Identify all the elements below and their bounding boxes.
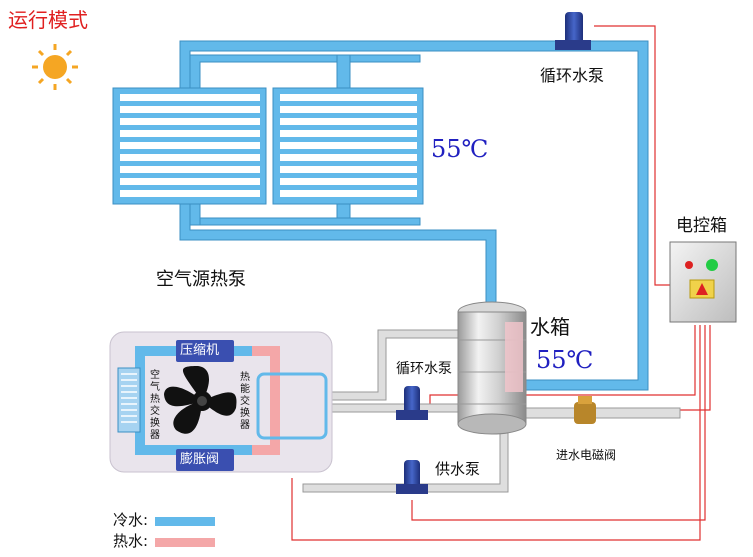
pump-supply bbox=[396, 460, 428, 494]
control-box bbox=[669, 241, 737, 323]
circ-pump-top-label: 循环水泵 bbox=[540, 66, 605, 85]
legend-cold-label: 冷水: bbox=[113, 511, 149, 529]
expansion-valve-label: 膨胀阀 bbox=[180, 452, 220, 467]
heat-pump-label: 空气源热泵 bbox=[156, 269, 246, 290]
hot-hx-label: 热能交换器 bbox=[240, 372, 250, 431]
mode-title: 运行模式 bbox=[8, 8, 88, 32]
supply-pump-label: 供水泵 bbox=[435, 460, 481, 478]
solenoid-valve bbox=[574, 396, 596, 424]
sun-icon bbox=[32, 44, 78, 90]
fan-icon bbox=[164, 366, 237, 434]
compressor-label: 压缩机 bbox=[180, 343, 220, 358]
heat-pump-unit bbox=[109, 331, 333, 473]
air-hx-label: 空气热交换器 bbox=[150, 370, 160, 441]
pump-top bbox=[555, 12, 591, 50]
legend-hot-swatch bbox=[155, 538, 215, 547]
circ-pump-mid-label: 循环水泵 bbox=[396, 361, 452, 377]
control-wires bbox=[291, 25, 711, 541]
legend-cold-swatch bbox=[155, 517, 215, 526]
control-box-label: 电控箱 bbox=[676, 216, 727, 236]
pump-mid bbox=[396, 386, 428, 420]
inlet-valve-label: 进水电磁阀 bbox=[556, 448, 617, 462]
radiator-panel-left bbox=[112, 87, 267, 205]
temp-tank: 55℃ bbox=[536, 346, 594, 374]
temp-panel: 55℃ bbox=[431, 135, 489, 163]
radiator-panel-right bbox=[272, 87, 424, 205]
legend-hot-label: 热水: bbox=[113, 532, 149, 550]
water-tank bbox=[457, 301, 527, 435]
water-tank-label: 水箱 bbox=[530, 315, 570, 339]
